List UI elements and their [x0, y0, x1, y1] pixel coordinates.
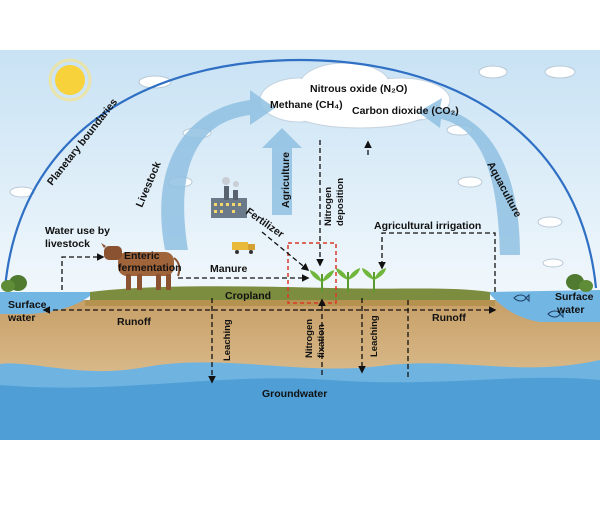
- label-manure: Manure: [210, 263, 248, 275]
- label-runoff-left: Runoff: [117, 316, 151, 328]
- flow-arrows: [42, 140, 497, 384]
- crop-plants: [310, 268, 386, 292]
- irrigation-arrow: [378, 232, 496, 292]
- tree-icons: [1, 274, 593, 292]
- fish-icons: [513, 293, 564, 319]
- cloud: [138, 75, 172, 89]
- cloud: [544, 65, 576, 79]
- surface-water-left: [0, 292, 95, 314]
- truck-icon: [232, 242, 255, 254]
- cloud: [478, 65, 508, 79]
- planetary-dome: [3, 58, 598, 289]
- label-runoff-right: Runoff: [432, 312, 466, 324]
- water-use-arrow: [61, 253, 105, 290]
- cloud: [542, 258, 564, 268]
- fertilizer-arrow: [261, 231, 310, 271]
- label-leaching-left: Leaching: [222, 319, 233, 361]
- cow-icon: [101, 243, 181, 290]
- cropland-focus-box: [287, 242, 337, 304]
- surface-water-right: [488, 290, 600, 322]
- label-agriculture: Agriculture: [280, 152, 292, 208]
- label-surface-water-right: Surface water: [555, 291, 596, 316]
- factory-icon: [211, 177, 247, 218]
- label-nitrogen-fixation: Nitrogen fixation: [304, 316, 327, 358]
- label-nitrous-oxide: Nitrous oxide (N₂O): [310, 83, 407, 95]
- label-groundwater: Groundwater: [262, 388, 327, 400]
- cropland-surface: [90, 286, 490, 300]
- livestock-flow-arrow: [161, 90, 275, 250]
- agriculture-flow-arrow: [262, 128, 302, 215]
- soil-layer: [0, 300, 600, 372]
- label-carbon-dioxide: Carbon dioxide (CO₂): [352, 105, 459, 117]
- label-nitrogen-deposition: Nitrogen deposition: [323, 178, 346, 226]
- cloud: [457, 176, 483, 188]
- label-methane: Methane (CH₄): [270, 99, 343, 111]
- aquaculture-flow-arrow: [418, 98, 520, 255]
- label-cropland: Cropland: [225, 290, 271, 302]
- label-agricultural-irrigation: Agricultural irrigation: [374, 220, 481, 232]
- label-leaching-right: Leaching: [369, 315, 380, 357]
- label-water-use: Water use by livestock: [45, 225, 113, 250]
- label-enteric-fermentation: Enteric fermentation: [118, 250, 182, 274]
- sun-icon: [48, 58, 92, 102]
- label-surface-water-left: Surface water: [7, 299, 49, 324]
- cloud: [537, 216, 563, 228]
